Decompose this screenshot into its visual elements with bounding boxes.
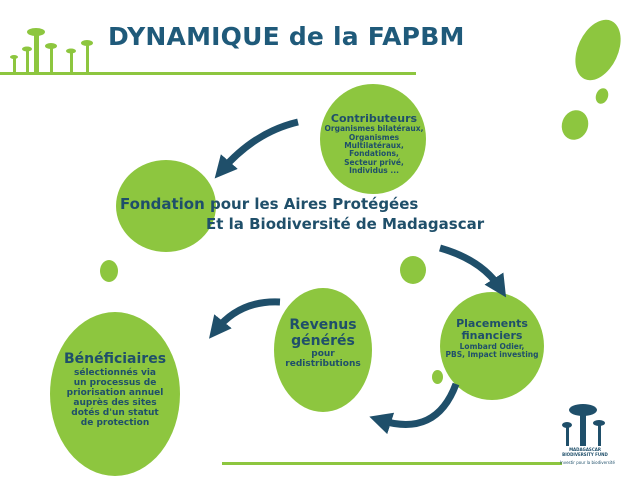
leaf-decoration-lower (432, 370, 443, 384)
placements-item: Lombard Odier, (459, 341, 525, 351)
beneficiaires-item: sélectionnés via (74, 367, 156, 378)
revenus-ellipse (274, 288, 372, 412)
fondation-name-line1: Fondation pour les Aires Protégées (120, 195, 419, 213)
page-title: DYNAMIQUE de la FAPBM (108, 22, 465, 51)
contributeurs-item: Fondations, (349, 149, 399, 159)
baobab-trees-decoration (10, 28, 93, 74)
bottom-rule (222, 462, 562, 465)
contributeurs-item: Organismes bilatéraux, (324, 124, 424, 134)
title-underline (0, 72, 416, 75)
logo-text-line1: MADAGASCAR (569, 447, 601, 452)
placements-title-line1: Placements (456, 317, 528, 330)
revenus-item: pour (311, 349, 335, 360)
fondation-ellipse (116, 160, 216, 252)
contributeurs-item: Secteur privé, (344, 157, 404, 167)
revenus-title-line2: générés (291, 332, 355, 349)
contributeurs-item: Organismes Multilatéraux, (344, 132, 404, 151)
contributeurs-item: Individus ... (349, 166, 399, 176)
contributeurs-title: Contributeurs (330, 112, 418, 125)
contributeurs-text: Contributeurs Organismes bilatéraux, Org… (318, 112, 430, 176)
leaf-decoration-mid (400, 256, 426, 284)
logo-text-line2: BIODIVERSITY FUND (562, 452, 608, 457)
revenus-title-line1: Revenus (289, 317, 357, 333)
beneficiaires-item: priorisation annuel (66, 387, 164, 398)
arrow-placements-to-revenus (369, 382, 460, 435)
arrow-revenus-to-beneficiaires (208, 298, 281, 339)
revenus-item: redistributions (285, 359, 361, 370)
arrow-contributeurs-to-fondation (214, 118, 299, 179)
leaf-decoration-left (100, 260, 118, 282)
beneficiaires-title: Bénéficiaires (63, 351, 167, 367)
contributeurs-ellipse (320, 84, 426, 194)
placements-ellipse (440, 292, 544, 400)
fapbm-logo-icon (560, 402, 610, 446)
beneficiaires-item: de protection (80, 418, 150, 429)
beneficiaires-item: dotés d'un statut (71, 407, 159, 418)
beneficiaires-item: auprès des sites (73, 397, 157, 408)
beneficiaires-item: un processus de (73, 377, 157, 388)
placements-text: Placements financiers Lombard Odier, PBS… (440, 317, 544, 360)
logo-tagline: Investir pour la biodiversité (560, 460, 615, 465)
arrow-fondation-to-placements (439, 244, 507, 298)
revenus-text: Revenus générés pour redistributions (274, 317, 372, 370)
beneficiaires-ellipse (50, 312, 180, 476)
placements-title-line2: financiers (461, 329, 523, 343)
placements-item: PBS, Impact investing (445, 350, 539, 360)
fondation-name-line2: Et la Biodiversité de Madagascar (206, 215, 485, 233)
beneficiaires-text: Bénéficiaires sélectionnés via un proces… (50, 351, 180, 429)
